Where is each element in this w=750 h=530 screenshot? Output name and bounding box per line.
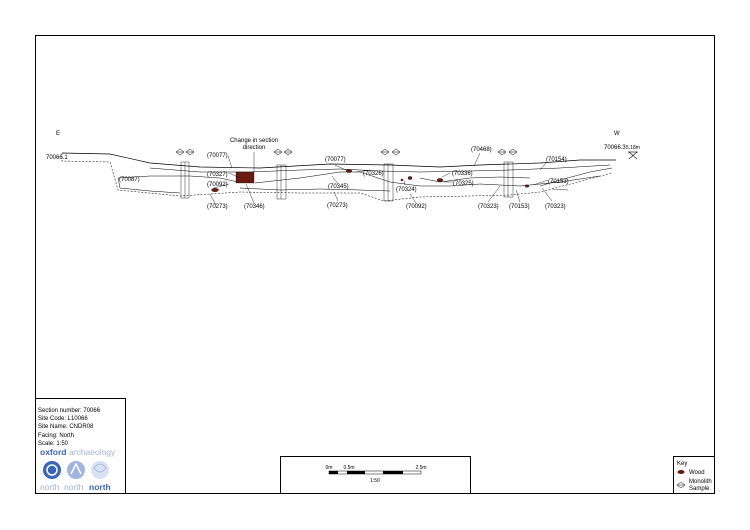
section-info-box: Section number: 70066 Site Code: L10066 …	[35, 398, 126, 494]
east-label: E	[56, 131, 60, 137]
context-label: (70326)	[363, 171, 384, 177]
monolith-sample-icon	[676, 481, 686, 489]
wood-fragments	[211, 169, 530, 192]
context-label: (70273)	[207, 204, 228, 210]
key-sample-label: Sample	[689, 486, 710, 492]
facing: Facing: North	[38, 432, 75, 439]
context-label: (70153)	[548, 179, 569, 185]
leader-lines	[209, 152, 569, 206]
context-label: (70345)	[328, 184, 349, 190]
scale-bar: 0m 0.5m 2.5m 1:50	[326, 465, 427, 484]
key-box: Key Wood Monolith Sample	[673, 456, 715, 494]
context-label: (70077)	[207, 153, 228, 159]
key-wood-label: Wood	[689, 470, 705, 476]
context-label: (70323)	[478, 204, 499, 210]
context-label: (70153)	[509, 204, 530, 210]
scale-tick-half: 0.5m	[343, 465, 354, 471]
datum-label: 5.18m	[626, 145, 640, 151]
context-label: (70468)	[471, 147, 492, 153]
scale-tick-end: 2.5m	[415, 465, 426, 471]
context-label: (70327)	[207, 172, 228, 178]
right-level-label: 70066.3	[604, 145, 626, 151]
logo-text-oxford: oxford	[40, 447, 66, 457]
context-label: (70273)	[327, 203, 348, 209]
key-legend: Key Wood Monolith Sample	[676, 461, 712, 492]
monolith-column	[276, 164, 287, 200]
monolith-column	[383, 163, 394, 202]
scale-tick-0: 0m	[326, 465, 333, 471]
logo-text-north-1: north	[40, 482, 60, 492]
west-label: W	[614, 131, 620, 137]
context-label: (70323)	[545, 204, 566, 210]
wood-swatch-icon	[677, 470, 685, 474]
change-note-2: direction	[243, 145, 266, 151]
monolith-column	[503, 161, 514, 198]
monolith-column	[180, 161, 190, 199]
layer-line	[420, 175, 601, 187]
section-number: Section number: 70066	[38, 408, 101, 414]
logo-text-archaeology: archaeology	[69, 447, 116, 457]
scale-ratio: 1:50	[370, 478, 380, 484]
layer-line	[117, 177, 181, 194]
logo-circle-dark	[43, 461, 61, 479]
section-base-dashed	[61, 153, 613, 202]
context-label: (70077)	[325, 157, 346, 163]
logo-circle-emblem	[91, 461, 109, 479]
logo-circle-light	[67, 461, 85, 479]
logo-text-north-2: north	[64, 482, 84, 492]
context-label: (70092)	[207, 182, 228, 188]
context-label: (70154)	[546, 157, 567, 163]
context-label: (70324)	[396, 187, 417, 193]
site-name: Site Name: CNDR08	[38, 424, 94, 431]
layer-line	[117, 175, 239, 183]
change-note: Change in section	[230, 138, 278, 144]
context-label: (70092)	[406, 204, 427, 210]
layer-line	[539, 167, 613, 187]
oxford-archaeology-logo: oxford archaeology north north north	[40, 447, 116, 492]
left-level-label: 70066.1	[46, 155, 68, 161]
context-label: (70336)	[452, 171, 473, 177]
scale-text: Scale: 1:50	[38, 440, 69, 447]
ground-surface-line	[61, 152, 616, 169]
layer-line	[419, 176, 531, 183]
scale-bar-box: 0m 0.5m 2.5m 1:50	[280, 456, 471, 494]
layer-line	[149, 164, 611, 173]
context-label: (70346)	[244, 204, 265, 210]
layer-line	[239, 187, 391, 192]
monolith-sample-icon	[175, 148, 518, 156]
key-title: Key	[677, 461, 687, 467]
logo-text-north-3: north	[89, 482, 111, 492]
key-monolith-label: Monolith	[689, 479, 712, 485]
site-code: Site Code: L10066	[38, 416, 88, 423]
context-label: (70087)	[119, 177, 140, 183]
context-label: (70325)	[453, 181, 474, 187]
datum-marker	[628, 151, 638, 160]
